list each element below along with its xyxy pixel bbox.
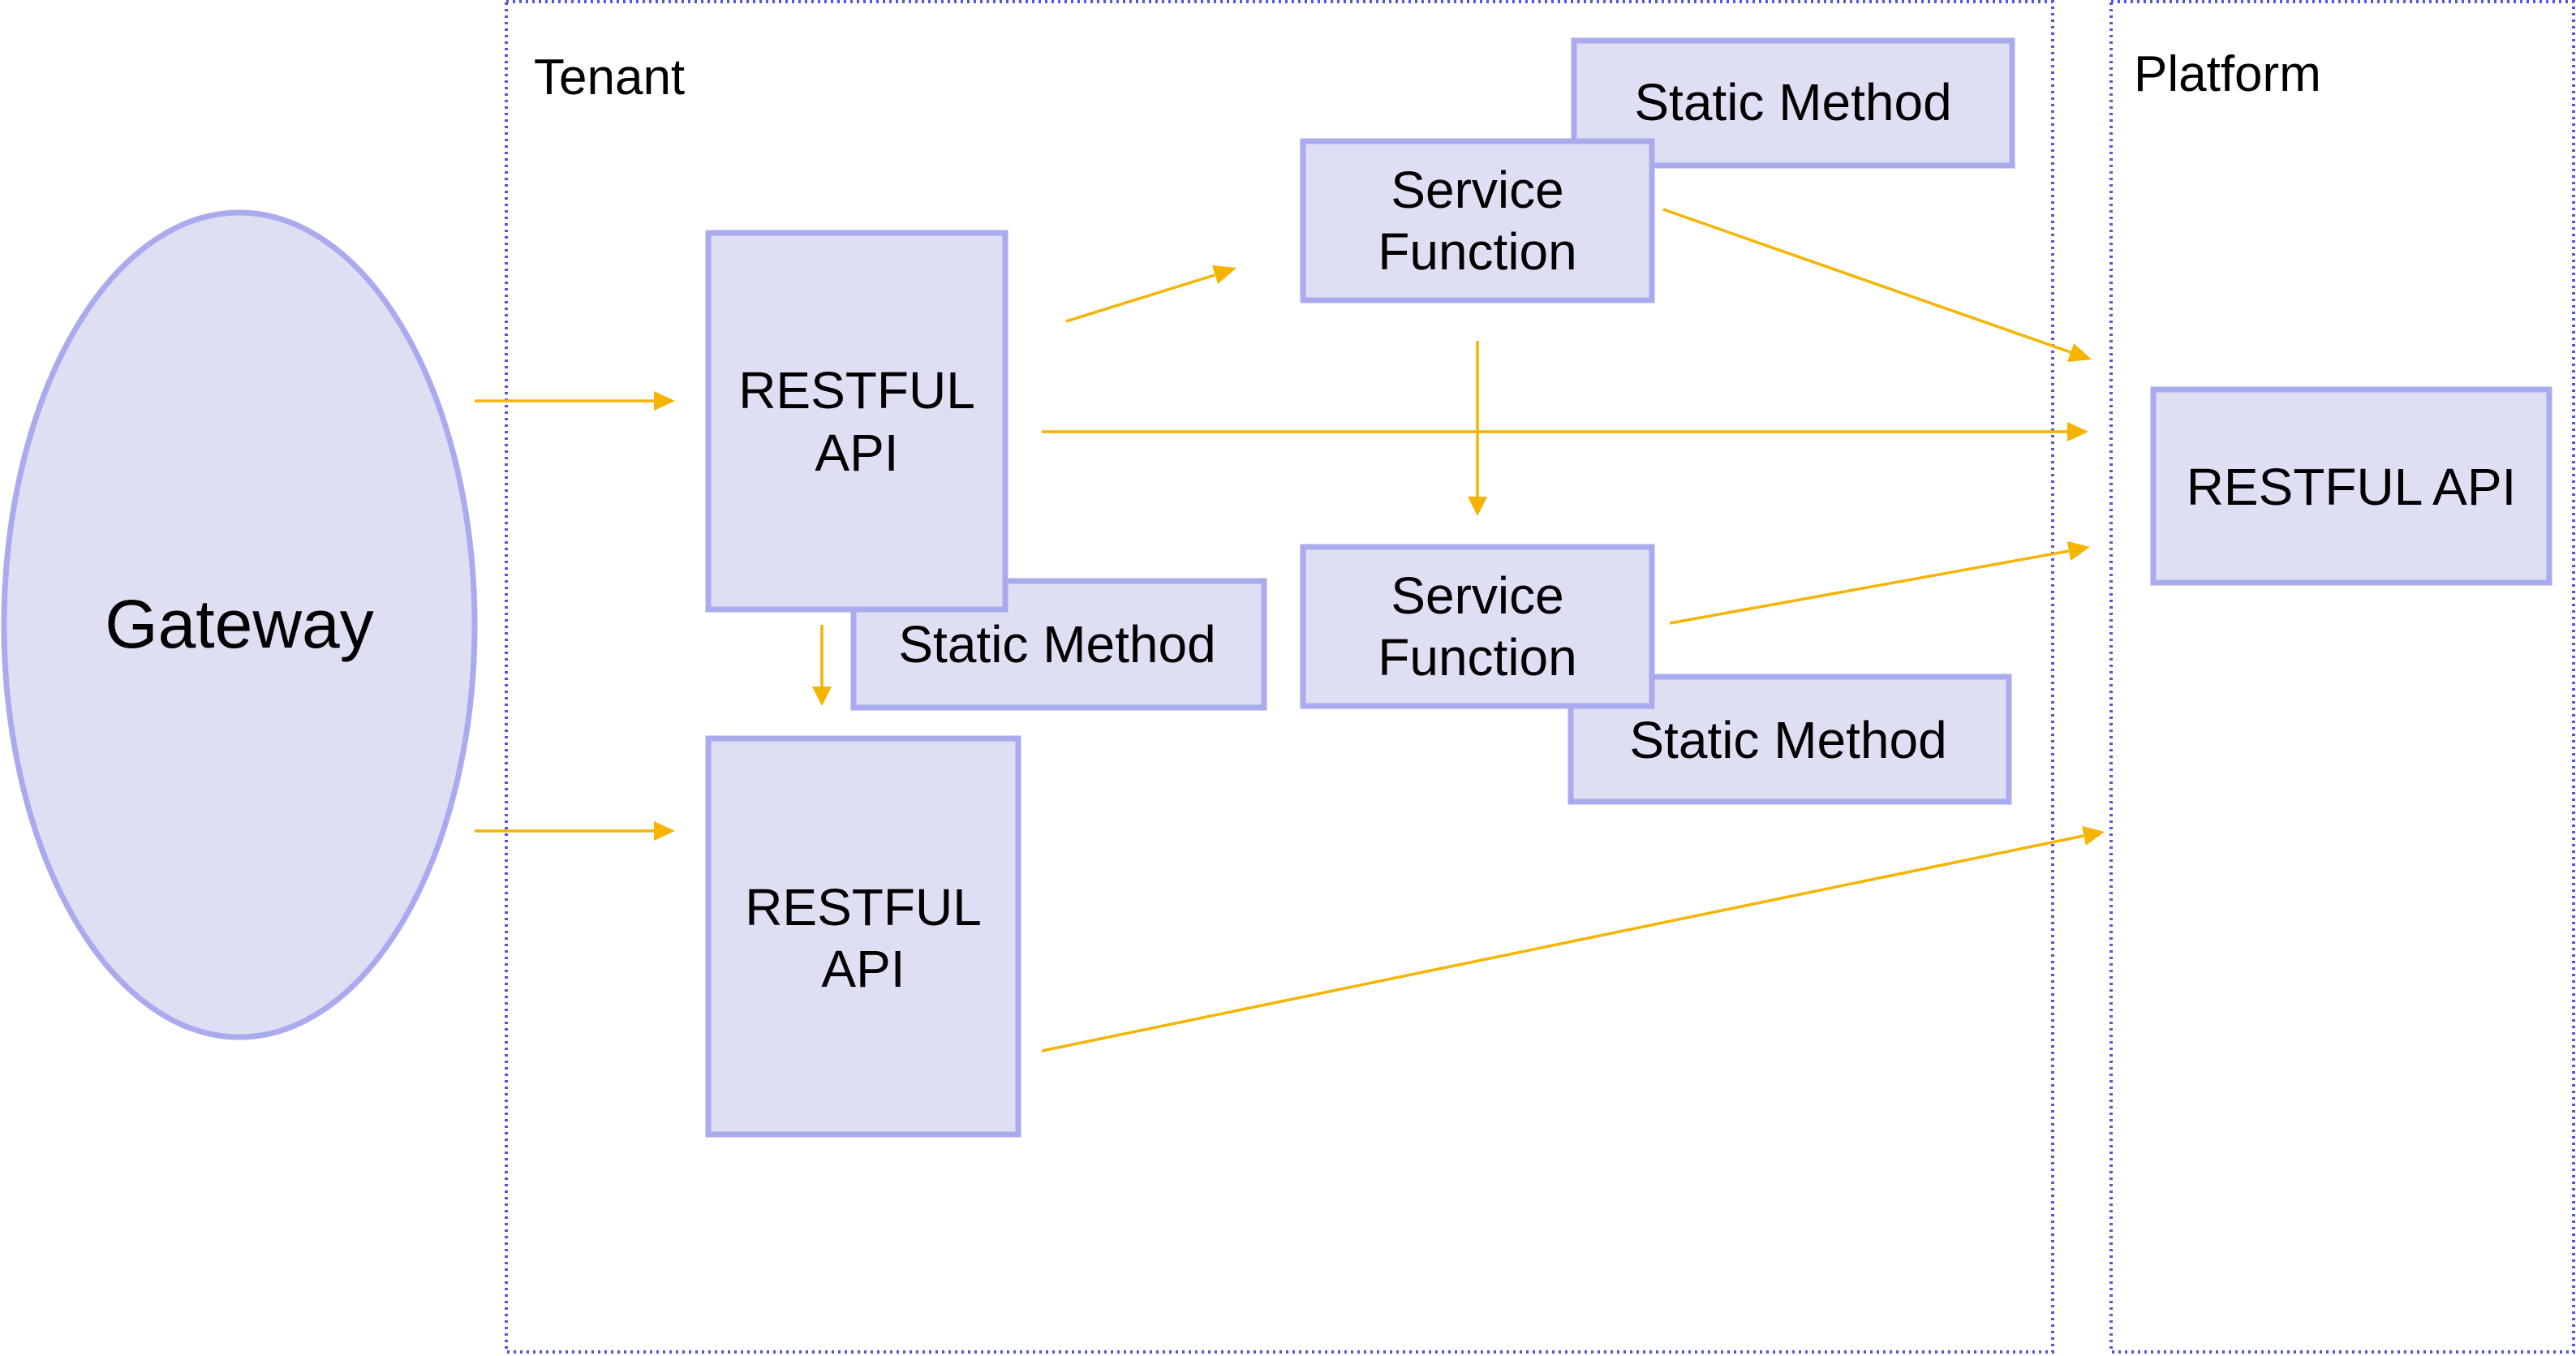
static-method-bottom-right-label: Static Method [1629, 711, 1946, 769]
restful-api-bottom-line1: RESTFUL [745, 878, 982, 936]
restful-api-bottom-line2: API [821, 940, 905, 998]
platform-region-label: Platform [2134, 46, 2321, 102]
arrow-restful-api-top-to-platform [1042, 422, 2088, 441]
static-method-bottom-right-node [1568, 674, 2012, 805]
platform-restful-api-label: RESTFUL API [2187, 458, 2517, 516]
service-function-top-line2: Function [1378, 222, 1576, 281]
platform-restful-api-node [2150, 386, 2552, 586]
static-method-left-label: Static Method [898, 615, 1215, 674]
restful-api-top-node [705, 230, 1008, 613]
restful-api-top-line2: API [815, 424, 898, 482]
restful-api-top-line1: RESTFUL [738, 361, 975, 420]
arrow-restful-api-top-to-static-method [812, 625, 832, 706]
arrow-service-function-top-to-platform [1662, 208, 2092, 362]
service-function-bottom-node [1300, 544, 1655, 709]
service-function-top-line1: Service [1391, 161, 1563, 219]
tenant-region [505, 0, 2054, 1354]
restful-api-bottom-node [705, 735, 1021, 1138]
arrow-gateway-to-restful-api-top [475, 391, 675, 411]
gateway-label: Gateway [105, 586, 374, 662]
tenant-region-label: Tenant [534, 50, 685, 105]
arrow-gateway-to-restful-api-bottom [475, 821, 675, 841]
gateway-node [1, 209, 478, 1040]
arrow-service-function-bottom-to-platform [1669, 541, 2090, 625]
service-function-bottom-line2: Function [1378, 628, 1576, 687]
service-function-top-node [1300, 138, 1655, 303]
arrow-restful-api-top-to-service-function-top [1065, 265, 1236, 323]
arrow-restful-api-bottom-to-platform [1041, 826, 2105, 1053]
arrow-service-function-top-to-bottom [1468, 341, 1487, 516]
service-function-bottom-line1: Service [1391, 566, 1563, 625]
platform-region [2109, 0, 2575, 1354]
static-method-top-right-label: Static Method [1634, 73, 1951, 131]
